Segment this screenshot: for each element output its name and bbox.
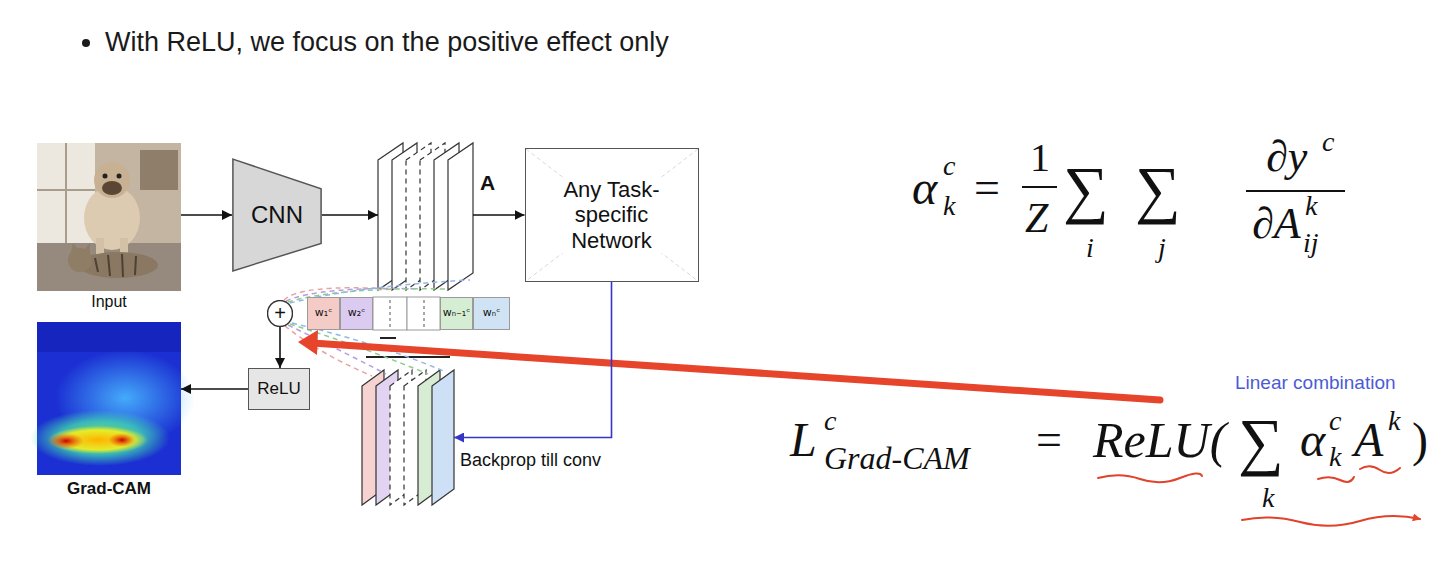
box-text: w₂ᶜ	[348, 307, 365, 320]
feature-map-stack	[378, 143, 473, 290]
connector	[279, 327, 281, 369]
heatmap	[30, 322, 195, 475]
math-subscript: i	[1086, 231, 1094, 265]
box-text: Any Task-specific Network	[535, 177, 689, 253]
connector	[181, 388, 248, 390]
math-symbol: ReLU(	[1093, 410, 1226, 470]
math-symbol: α	[912, 159, 937, 217]
weight-slot	[373, 297, 440, 330]
fraction-bar	[1022, 186, 1057, 188]
weight-cell: wₙ₋₁ᶜ	[440, 297, 473, 330]
box-text: ReLU	[257, 379, 300, 399]
math-subscript: k	[943, 189, 955, 223]
math-symbol: ∂y	[1266, 131, 1307, 184]
math-subscript: ij	[1303, 226, 1319, 260]
math-superscript: c	[1329, 404, 1341, 438]
backprop-maps: Backprop till conv	[362, 370, 454, 505]
math-superscript: k	[1388, 404, 1400, 438]
math-subscript: k	[1329, 440, 1341, 474]
connector	[473, 214, 525, 216]
input-photo	[37, 143, 181, 291]
box-text: wₙ₋₁ᶜ	[443, 307, 471, 320]
math-symbol: 1	[1030, 134, 1050, 182]
connector	[454, 282, 612, 438]
math-superscript: k	[1305, 189, 1317, 223]
bar-mark	[380, 337, 396, 339]
cnn-trapezoid: CNN	[232, 158, 322, 272]
box-text: wₙᶜ	[483, 307, 500, 320]
callout-arrowhead	[298, 330, 318, 355]
outside-label: Grad-CAM	[37, 479, 181, 499]
weight-cell: w₂ᶜ	[340, 297, 373, 330]
sum-circle: +	[267, 300, 293, 327]
gradcam-heatmap: Grad-CAM	[37, 322, 181, 475]
math-subscript: Grad-CAM	[824, 439, 970, 477]
math-symbol: α	[1300, 411, 1325, 469]
math-subscript: k	[1262, 481, 1274, 515]
math-sum: ∑	[1063, 152, 1109, 229]
bullet-dot	[82, 39, 90, 47]
cross-line	[526, 149, 698, 281]
outside-label: A	[480, 171, 495, 195]
weight-cell: w₁ᶜ	[307, 297, 340, 330]
math-symbol: Z	[1025, 193, 1048, 243]
fraction-bar	[1246, 190, 1345, 192]
box-text: w₁ᶜ	[315, 307, 332, 320]
callout-arrow	[312, 343, 1160, 400]
connector	[181, 214, 232, 216]
weight-cell: wₙᶜ	[473, 297, 510, 330]
box-text: +	[274, 302, 286, 325]
circle-shape	[268, 300, 293, 326]
math-sum: ∑	[1238, 404, 1284, 481]
math-symbol: A	[1354, 411, 1383, 469]
math-symbol: =	[1036, 412, 1062, 467]
bullet-text: With ReLU, we focus on the positive effe…	[105, 26, 669, 58]
math-symbol: ∂A	[1252, 198, 1301, 251]
math-superscript: c	[943, 149, 955, 183]
math-superscript: c	[824, 404, 836, 438]
math-subscript: j	[1158, 231, 1166, 265]
math-symbol: )	[1412, 411, 1428, 469]
outside-label: Input	[37, 293, 181, 311]
cross-line	[526, 149, 698, 281]
relu-box: ReLU	[248, 368, 310, 410]
feature-maps: A	[378, 143, 473, 290]
task-network-box: Any Task-specific Network	[525, 148, 699, 282]
connector	[322, 214, 378, 216]
input-image: Input	[37, 143, 181, 291]
outside-label: Backprop till conv	[460, 450, 601, 471]
trapezoid-shape	[233, 159, 321, 271]
math-symbol: L	[790, 411, 817, 469]
gradient-map-stack	[362, 370, 454, 505]
annotation-text: Linear combination	[1235, 372, 1396, 395]
math-sum: ∑	[1135, 152, 1181, 229]
math-superscript: c	[1322, 125, 1334, 159]
math-symbol: =	[974, 160, 1000, 215]
box-text: CNN	[251, 201, 303, 229]
